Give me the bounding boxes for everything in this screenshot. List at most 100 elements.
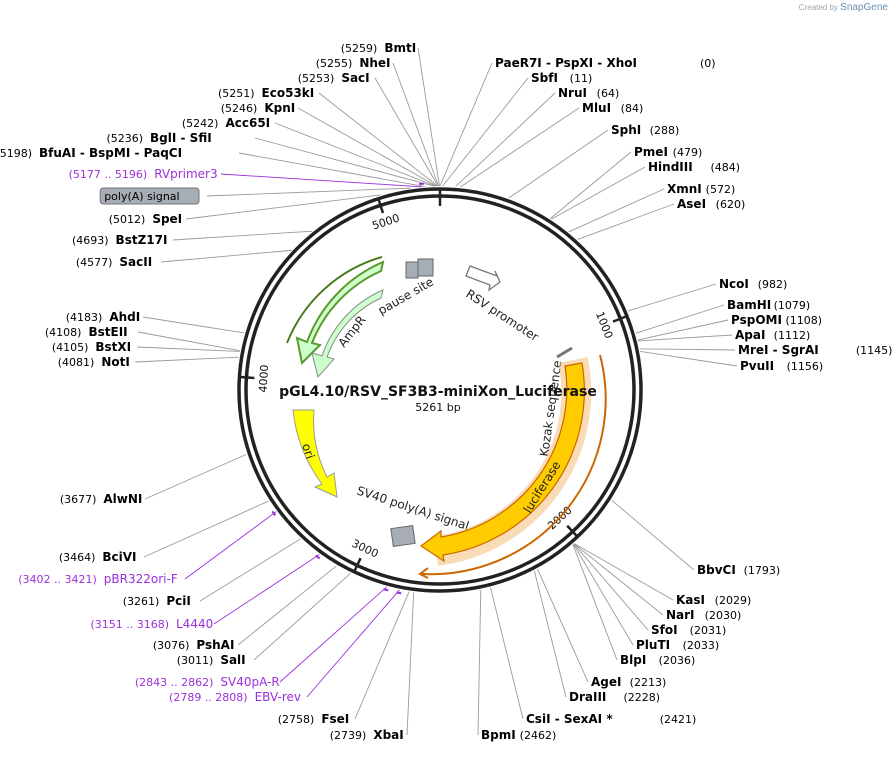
site-name: NruI bbox=[558, 86, 587, 100]
enzyme-site-label[interactable]: PmeI(479) bbox=[634, 145, 702, 159]
site-name: NarI bbox=[666, 608, 695, 622]
enzyme-site-label[interactable]: (3464)BciVI bbox=[59, 550, 137, 564]
site-position: (2036) bbox=[659, 654, 696, 667]
tick-mark bbox=[352, 557, 362, 574]
site-position: (1793) bbox=[744, 564, 781, 577]
enzyme-site-label[interactable]: KasI(2029) bbox=[676, 593, 751, 607]
enzyme-site-label[interactable]: (5259)BmtI bbox=[341, 41, 416, 55]
enzyme-site-label[interactable]: BamHI(1079) bbox=[727, 298, 810, 312]
pause-site-box[interactable] bbox=[405, 261, 419, 279]
enzyme-site-label[interactable]: (3677)AlwNI bbox=[60, 492, 143, 506]
primer-binding-mark bbox=[396, 591, 402, 595]
enzyme-site-label[interactable]: (3076)PshAI bbox=[153, 638, 235, 652]
rsv-promoter-label: RSV promoter bbox=[463, 287, 541, 344]
enzyme-site-label[interactable]: (5236)BglI - SfiI bbox=[106, 131, 211, 145]
site-position: (1079) bbox=[774, 299, 811, 312]
enzyme-site-label[interactable]: (5255)NheI bbox=[316, 56, 391, 70]
enzyme-site-label[interactable]: PluTI(2033) bbox=[636, 638, 719, 652]
leader-line bbox=[537, 568, 589, 683]
pause-site-box-2[interactable] bbox=[417, 258, 434, 277]
site-position: (288) bbox=[650, 124, 680, 137]
enzyme-site-label[interactable]: (5246)KpnI bbox=[221, 101, 295, 115]
feature-label-box bbox=[99, 187, 200, 205]
enzyme-site-label[interactable]: PvuII(1156) bbox=[740, 359, 823, 373]
site-position: (64) bbox=[597, 87, 620, 100]
site-name: XmnI bbox=[667, 182, 702, 196]
enzyme-site-label[interactable]: (5198)BfuAI - BspMI - PaqCI bbox=[0, 146, 182, 160]
enzyme-site-label[interactable]: (4577)SacII bbox=[76, 255, 152, 269]
enzyme-site-label[interactable]: XmnI(572) bbox=[667, 182, 735, 196]
leader-line bbox=[137, 331, 240, 352]
primer-label[interactable]: (3402 .. 3421)pBR322ori-F bbox=[18, 572, 178, 586]
enzyme-site-label[interactable]: PspOMI(1108) bbox=[731, 313, 822, 327]
site-name: AgeI bbox=[591, 675, 621, 689]
tick-mark bbox=[612, 314, 629, 323]
site-name: PluTI bbox=[636, 638, 670, 652]
sv40-polya-box[interactable] bbox=[390, 524, 416, 548]
enzyme-site-label[interactable]: SbfI(11) bbox=[531, 71, 592, 85]
site-position: (11) bbox=[570, 72, 593, 85]
enzyme-site-label[interactable]: (3261)PciI bbox=[123, 594, 191, 608]
site-position: (1145) bbox=[856, 344, 893, 357]
site-position: (3402 .. 3421) bbox=[18, 573, 97, 586]
site-position: (0) bbox=[700, 57, 716, 70]
luciferase-arrow[interactable] bbox=[419, 362, 585, 563]
enzyme-site-label[interactable]: SphI(288) bbox=[611, 123, 679, 137]
enzyme-site-label[interactable]: CsiI - SexAI *(2421) bbox=[526, 712, 696, 726]
enzyme-site-label[interactable]: (4183)AhdI bbox=[66, 310, 140, 324]
leader-line bbox=[639, 348, 736, 351]
enzyme-site-label[interactable]: (4108)BstEII bbox=[45, 325, 128, 339]
feature-label[interactable]: poly(A) signal bbox=[99, 187, 200, 205]
tick-label: 1000 bbox=[593, 310, 615, 341]
primer-label[interactable]: (2843 .. 2862)SV40pA-R bbox=[135, 675, 280, 689]
enzyme-site-label[interactable]: MluI(84) bbox=[582, 101, 643, 115]
enzyme-site-label[interactable]: NarI(2030) bbox=[666, 608, 741, 622]
enzyme-site-label[interactable]: PaeR7I - PspXI - XhoI(0) bbox=[495, 56, 716, 70]
enzyme-site-label[interactable]: AseI(620) bbox=[677, 197, 745, 211]
enzyme-site-label[interactable]: (2758)FseI bbox=[278, 712, 350, 726]
enzyme-site-label[interactable]: NruI (64) bbox=[558, 86, 619, 100]
leader-line bbox=[508, 129, 609, 199]
ori-arrow[interactable] bbox=[292, 409, 338, 498]
enzyme-site-label[interactable]: (5253)SacI bbox=[298, 71, 370, 85]
enzyme-site-label[interactable]: BbvCI(1793) bbox=[697, 563, 780, 577]
enzyme-site-label[interactable]: NcoI(982) bbox=[719, 277, 787, 291]
site-name: BciVI bbox=[102, 550, 136, 564]
enzyme-site-label[interactable]: BpmI(2462) bbox=[481, 728, 556, 742]
enzyme-site-label[interactable]: (4693)BstZ17I bbox=[72, 233, 167, 247]
leader-line bbox=[573, 543, 649, 631]
primer-binding-mark bbox=[271, 510, 277, 516]
tick-mark bbox=[566, 524, 580, 539]
enzyme-site-label[interactable]: (4081)NotI bbox=[58, 355, 130, 369]
enzyme-site-label[interactable]: MreI - SgrAI(1145) bbox=[738, 343, 892, 357]
enzyme-site-label[interactable]: HindIII(484) bbox=[648, 160, 740, 174]
site-position: (5259) bbox=[341, 42, 378, 55]
leader-line bbox=[573, 543, 664, 616]
leader-line bbox=[306, 589, 400, 698]
enzyme-site-label[interactable]: BlpI(2036) bbox=[620, 653, 695, 667]
site-position: (2462) bbox=[520, 729, 557, 742]
site-name: Eco53kI bbox=[262, 86, 315, 100]
primer-label[interactable]: (5177 .. 5196)RVprimer3 bbox=[69, 167, 218, 181]
site-name: NotI bbox=[101, 355, 130, 369]
enzyme-site-label[interactable]: (3011)SalI bbox=[177, 653, 246, 667]
enzyme-site-label[interactable]: (5251)Eco53kI bbox=[218, 86, 314, 100]
site-position: (2228) bbox=[624, 691, 661, 704]
enzyme-site-label[interactable]: SfoI(2031) bbox=[651, 623, 726, 637]
enzyme-site-label[interactable]: (4105)BstXI bbox=[52, 340, 131, 354]
enzyme-site-label[interactable]: (2739)XbaI bbox=[330, 728, 404, 742]
tick-label: 5000 bbox=[371, 212, 402, 233]
primer-label[interactable]: (2789 .. 2808)EBV-rev bbox=[169, 690, 301, 704]
rsv-promoter-arrow[interactable] bbox=[465, 265, 501, 292]
enzyme-site-label[interactable]: AgeI(2213) bbox=[591, 675, 666, 689]
enzyme-site-label[interactable]: ApaI(1112) bbox=[735, 328, 810, 342]
enzyme-site-label[interactable]: (5012)SpeI bbox=[109, 212, 182, 226]
leader-line bbox=[611, 499, 695, 571]
kozak-mark[interactable] bbox=[556, 346, 573, 359]
enzyme-site-label[interactable]: (5242)Acc65I bbox=[182, 116, 270, 130]
primer-label[interactable]: (3151 .. 3168)L4440 bbox=[90, 617, 213, 631]
ampr-arrow[interactable] bbox=[295, 260, 385, 366]
enzyme-site-label[interactable]: DraIII(2228) bbox=[569, 690, 660, 704]
site-name: SV40pA-R bbox=[220, 675, 279, 689]
site-name: PspOMI bbox=[731, 313, 782, 327]
